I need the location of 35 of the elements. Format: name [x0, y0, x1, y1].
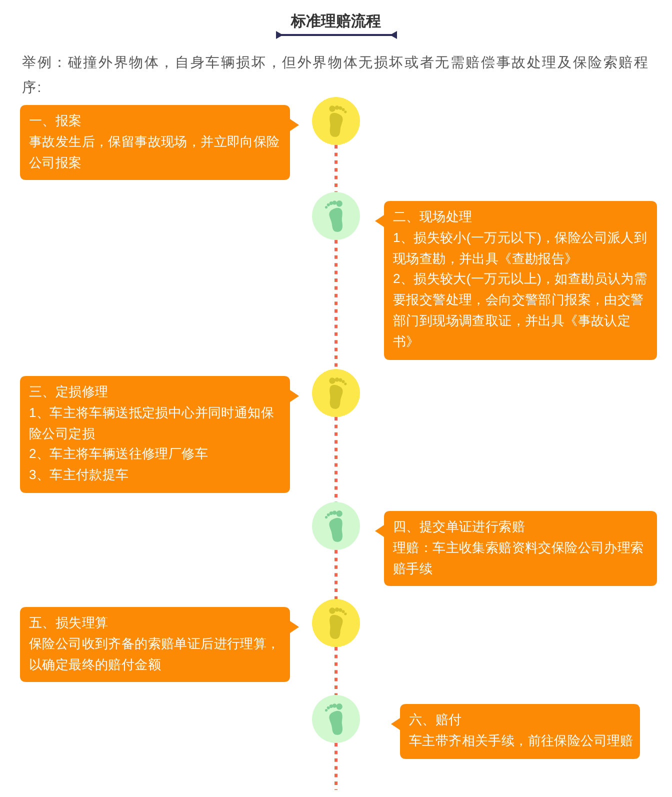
timeline-connector	[334, 647, 338, 695]
step-description: 1、车主将车辆送抵定损中心并同时通知保险公司定损	[29, 404, 276, 443]
step-callout	[20, 376, 299, 493]
step-circle	[312, 695, 360, 743]
step-heading: 三、定损修理	[29, 383, 108, 401]
step-circle	[312, 192, 360, 240]
step-callout	[20, 105, 299, 180]
step-circle	[312, 599, 360, 647]
step-circle	[312, 97, 360, 145]
step-callout	[375, 201, 657, 360]
step-description: 事故发生后，保留事故现场，并立即向保险公司报案	[29, 132, 281, 172]
timeline-connector	[334, 743, 338, 790]
step-heading: 一、报案	[29, 112, 82, 130]
step-description: 1、损失较小(一万元以下)，保险公司派人到现场查勘，并出具《查勘报告》	[393, 228, 648, 268]
step-heading: 二、现场处理	[393, 208, 472, 226]
step-circle	[312, 369, 360, 417]
step-circle	[312, 502, 360, 550]
intro-text: 举例：碰撞外界物体，自身车辆损坏，但外界物体无损坏或者无需赔偿事故处理及保险索赔程序:	[22, 53, 650, 97]
timeline-connector	[334, 240, 338, 369]
step-description: 理赔：车主收集索赔资料交保险公司办理索赔手续	[393, 538, 645, 578]
step-description: 2、车主将车辆送往修理厂修车	[29, 445, 208, 464]
step-callout	[20, 607, 299, 682]
timeline-connector	[334, 550, 338, 599]
step-description: 保险公司收到齐备的索赔单证后进行理算，以确定最终的赔付金额	[29, 634, 281, 674]
step-description: 3、车主付款提车	[29, 466, 129, 484]
timeline-connector	[334, 417, 338, 502]
step-callout	[375, 511, 657, 586]
step-description: 车主带齐相关手续，前往保险公司理赔	[409, 732, 634, 750]
step-heading: 五、损失理算	[29, 614, 108, 632]
timeline-connector	[334, 145, 338, 192]
step-heading: 四、提交单证进行索赔	[393, 518, 525, 536]
diagram-title: 标准理赔流程	[291, 12, 381, 32]
step-callout	[391, 704, 640, 759]
step-heading: 六、赔付	[409, 711, 462, 729]
step-description: 2、损失较大(一万元以上)，如查勘员认为需要报交警处理，会向交警部门报案，由交警部门到现场调查取证，并出具《事故认定书》	[393, 270, 648, 351]
